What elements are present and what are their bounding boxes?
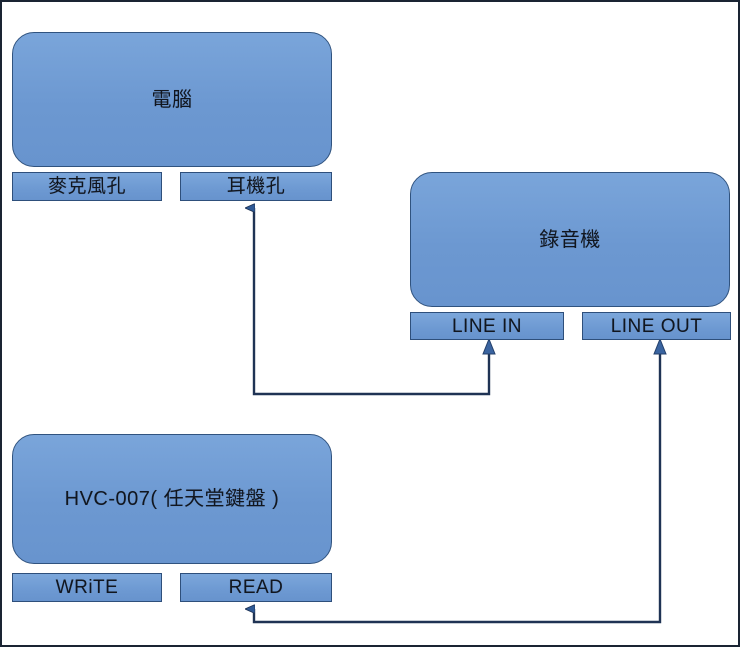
port-mic-jack[interactable]: 麥克風孔 (12, 172, 162, 201)
port-write-label: WRiTE (55, 577, 119, 598)
arrowhead-into-line-in (482, 337, 496, 355)
port-mic-jack-label: 麥克風孔 (47, 176, 126, 197)
port-write[interactable]: WRiTE (12, 573, 162, 602)
connector-line-out-to-read (254, 352, 662, 624)
port-line-in-label: LINE IN (451, 315, 523, 337)
port-read[interactable]: READ (180, 573, 332, 602)
port-headphone-jack-label: 耳機孔 (226, 176, 286, 197)
node-keyboard-label: HVC-007( 任天堂鍵盤 ) (64, 488, 280, 510)
connector-line-in-to-headphone (254, 208, 491, 396)
node-recorder-label: 錄音機 (539, 228, 601, 251)
node-keyboard[interactable]: HVC-007( 任天堂鍵盤 ) (12, 434, 332, 564)
arrowhead-into-line-out (653, 337, 667, 355)
node-computer[interactable]: 電腦 (12, 32, 332, 167)
port-line-out[interactable]: LINE OUT (582, 312, 731, 340)
node-recorder[interactable]: 錄音機 (410, 172, 730, 307)
port-line-out-label: LINE OUT (610, 315, 703, 337)
port-line-in[interactable]: LINE IN (410, 312, 564, 340)
port-headphone-jack[interactable]: 耳機孔 (180, 172, 332, 201)
port-read-label: READ (228, 577, 284, 598)
node-computer-label: 電腦 (151, 88, 193, 111)
